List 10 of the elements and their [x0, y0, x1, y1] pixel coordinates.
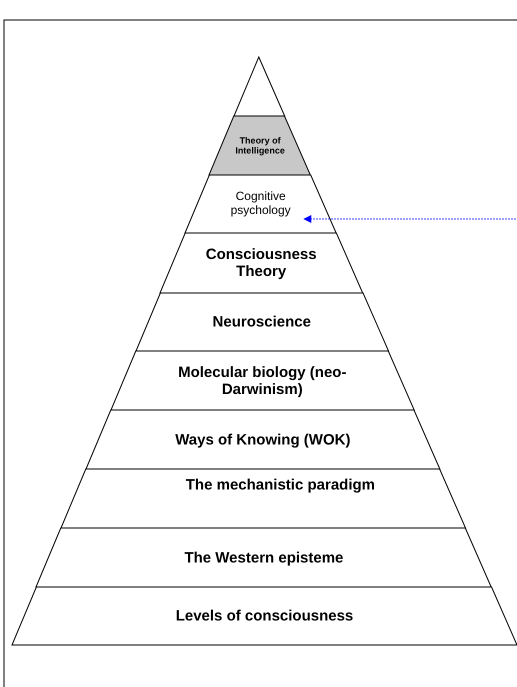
level-label: The mechanistic paradigm	[184, 476, 376, 494]
level-label: Neuroscience	[212, 313, 312, 331]
level-label: Consciousness Theory	[204, 246, 318, 280]
level-label: Levels of consciousness	[174, 607, 354, 625]
level-label: The Western episteme	[183, 548, 344, 566]
level-label: Molecular biology (neo-Darwinism)	[177, 363, 348, 398]
level-label: Ways of Knowing (WOK)	[174, 430, 352, 448]
level-label: Theory of Intelligence	[234, 135, 286, 156]
leader-arrow	[303, 215, 516, 223]
level-label: Cognitive psychology	[230, 190, 292, 218]
